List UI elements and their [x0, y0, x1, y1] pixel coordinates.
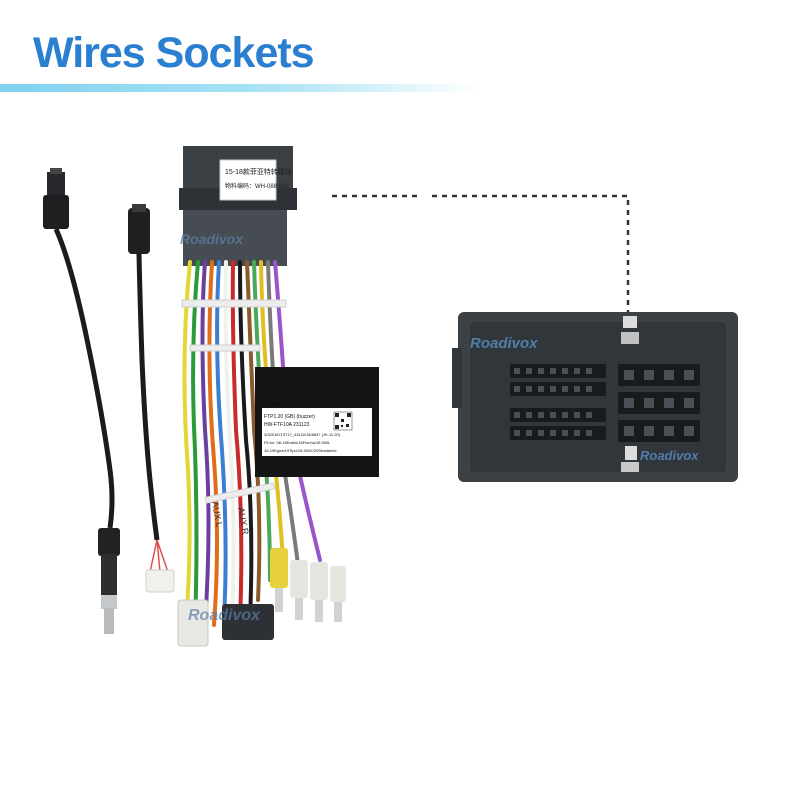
harness-label-line1: 15-18款菲亚特转接线: [225, 167, 292, 176]
page-title: Wires Sockets: [33, 29, 315, 77]
antenna-adapter-cable-right: [128, 204, 175, 593]
harness-bottom-watermark: Roadivox: [188, 607, 261, 624]
canbox-line5: 16-19Egea/19Tipo/18 500X/20Strada/etc: [264, 448, 337, 453]
canbox-brand: Hiworld: [264, 401, 290, 408]
antenna-adapter-cable-left: [43, 168, 120, 634]
title-underline: [0, 84, 480, 92]
aux-l-label: AUX L: [210, 501, 224, 528]
harness-connector: 15-18款菲亚特转接线 物料编码：WH-088 WC Roadivox: [179, 146, 297, 266]
bundle-ties: [181, 299, 287, 504]
socket-watermark-bottom: Roadivox: [640, 448, 699, 463]
harness-bottom-sockets: Roadivox: [177, 599, 274, 647]
header: Wires Sockets: [0, 0, 800, 100]
harness-watermark: Roadivox: [180, 231, 244, 247]
wire-bundle: [182, 260, 322, 627]
canbox-decoder: Hiworld FTP1.20 (GB) (buzzer) HW-FTF10A …: [255, 367, 379, 477]
rca-plugs: AUX R AUX L: [210, 501, 346, 622]
canbox-line2: HW-FTF10A 231123: [264, 422, 310, 428]
socket-watermark-top: Roadivox: [470, 335, 538, 352]
leader-line: [332, 194, 630, 320]
aux-r-label: AUX R: [236, 507, 251, 536]
socket-closeup: Roadivox Roadivox: [452, 312, 738, 482]
harness-label-line2: 物料编码：WH-088 WC: [225, 182, 289, 190]
canbox-line1: FTP1.20 (GB) (buzzer): [264, 414, 315, 420]
canbox-line4: Fit for: 08-18Doblo/16Fiorino/18 500L: [264, 440, 331, 445]
canbox-line3: 3/32016713717_43122/J8/8837 (JK-11.20): [264, 432, 341, 437]
